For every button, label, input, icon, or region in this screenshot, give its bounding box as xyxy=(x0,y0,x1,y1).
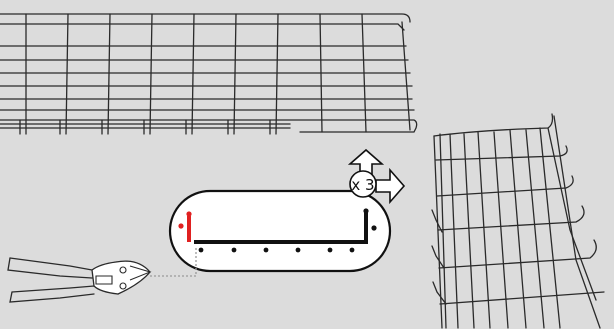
wire-tray-angled xyxy=(432,114,604,328)
cut-point-marker xyxy=(186,211,191,216)
repeat-indicator: x 3 xyxy=(350,150,404,202)
cut-detail-callout xyxy=(170,191,390,271)
wire-tray-horizontal xyxy=(0,14,417,134)
arrow-right-icon xyxy=(376,170,404,202)
repeat-count: x 3 xyxy=(351,176,374,194)
bolt-cutter-icon xyxy=(8,258,150,302)
